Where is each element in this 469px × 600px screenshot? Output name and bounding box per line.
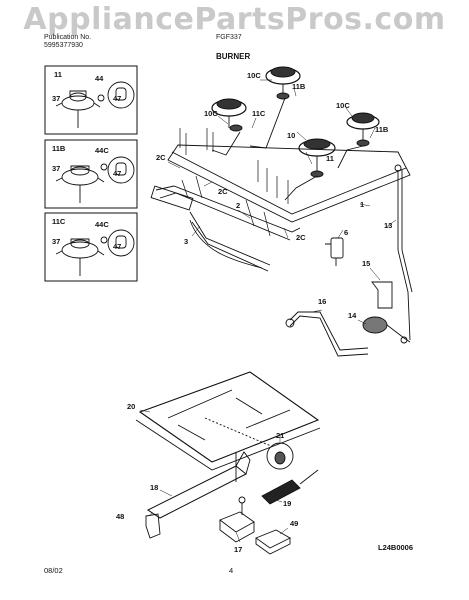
label-44: 44 (95, 74, 104, 83)
watermark: AppliancePartsPros.com (23, 2, 446, 37)
label-47: 47 (113, 94, 121, 103)
label-21: 21 (276, 431, 284, 440)
label-44c-c: 44C (95, 220, 109, 229)
label-47c: 47 (113, 242, 121, 251)
model-number: FGF337 (216, 34, 242, 41)
label-10c-left: 10C (204, 109, 218, 118)
label-2c-c: 2C (296, 233, 306, 242)
footer-date: 08/02 (44, 566, 63, 575)
label-11: 11 (326, 154, 334, 163)
burner-head-top-center (265, 66, 301, 100)
label-20: 20 (127, 402, 135, 411)
burner-head-top-left (211, 98, 247, 132)
publication-label: Publication No. (44, 34, 92, 41)
label-11b-top: 11B (292, 82, 306, 91)
label-19: 19 (283, 499, 291, 508)
label-1: 1 (360, 200, 364, 209)
label-48: 48 (116, 512, 124, 521)
footer-code: L24B0006 (378, 543, 414, 552)
label-15: 15 (362, 259, 370, 268)
bracket-15 (371, 281, 393, 309)
oven-burner-baffle (135, 371, 321, 471)
page-title: BURNER (216, 52, 251, 61)
publication-number: 5995377930 (44, 42, 83, 49)
burner-frame (167, 97, 411, 223)
label-18: 18 (150, 483, 158, 492)
igniter-19 (261, 469, 319, 505)
leader-lines (139, 79, 397, 543)
regulator-14 (362, 316, 411, 344)
label-11c: 11C (52, 217, 66, 226)
label-16: 16 (318, 297, 326, 306)
gas-manifold (150, 185, 301, 272)
footer-page: 4 (229, 566, 234, 575)
oven-gas-tube (394, 164, 413, 341)
burner-tube-3 (189, 219, 263, 269)
label-10: 10 (287, 131, 295, 140)
valve-6 (325, 237, 344, 266)
label-11b: 11B (52, 144, 66, 153)
label-47b: 47 (113, 169, 121, 178)
label-10c-right: 10C (336, 101, 350, 110)
burner-head-right-small (346, 112, 380, 147)
inset-box-11b (44, 139, 138, 209)
oven-burner-tube (147, 451, 251, 519)
label-6: 6 (344, 228, 348, 237)
igniter-wires (179, 128, 289, 237)
label-17: 17 (234, 545, 242, 554)
label-2: 2 (236, 201, 240, 210)
burner-head-right-large (298, 138, 336, 178)
label-11: 11 (54, 70, 62, 79)
label-3: 3 (184, 237, 188, 246)
bracket-49 (255, 529, 291, 555)
orifice-21 (204, 417, 294, 470)
label-11c: 11C (252, 109, 266, 118)
inset-box-11c (44, 212, 138, 282)
label-37: 37 (52, 94, 60, 103)
oven-tube-16 (285, 311, 369, 357)
label-2c-b: 2C (218, 187, 228, 196)
label-14: 14 (348, 311, 357, 320)
label-2c-a: 2C (156, 153, 166, 162)
bracket-48 (145, 513, 161, 539)
inset-box-11 (44, 65, 138, 135)
label-13: 13 (384, 221, 392, 230)
label-49: 49 (290, 519, 298, 528)
label-37b: 37 (52, 164, 60, 173)
label-37c: 37 (52, 237, 60, 246)
safety-valve-17 (219, 496, 255, 543)
label-11b-right: 11B (375, 125, 389, 134)
label-44c: 44C (95, 146, 109, 155)
label-10c-top: 10C (247, 71, 261, 80)
